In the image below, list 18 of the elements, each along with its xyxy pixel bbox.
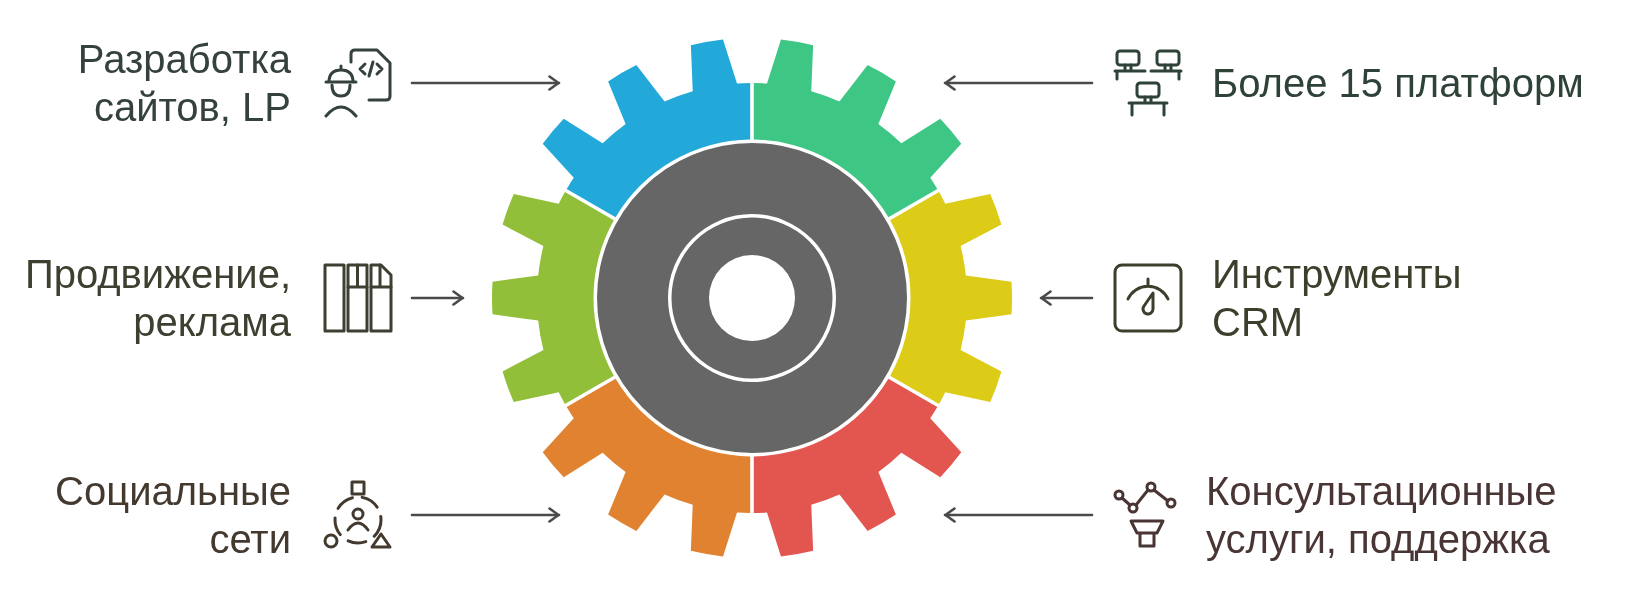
arrow	[943, 507, 1094, 523]
feature-label: Более 15 платформ	[1212, 60, 1585, 107]
feature-label: Продвижение, реклама	[23, 251, 291, 346]
arrow	[1039, 290, 1094, 306]
arrow	[410, 75, 561, 91]
feature-label: Инструменты CRM	[1212, 251, 1463, 346]
feature-label: Социальные сети	[54, 468, 291, 563]
feature-label: Консультационные услуги, поддержка	[1206, 468, 1558, 563]
gear-segment	[542, 39, 751, 218]
gear-segment	[753, 39, 962, 218]
gear-segment	[753, 378, 962, 557]
arrow	[410, 507, 561, 523]
feature-label: Разработка сайтов, LP	[76, 36, 291, 131]
gear-segment	[890, 192, 1012, 404]
arrow	[943, 75, 1094, 91]
gear-segment	[542, 378, 751, 557]
arrow	[410, 290, 465, 306]
gear-segment	[492, 192, 614, 404]
